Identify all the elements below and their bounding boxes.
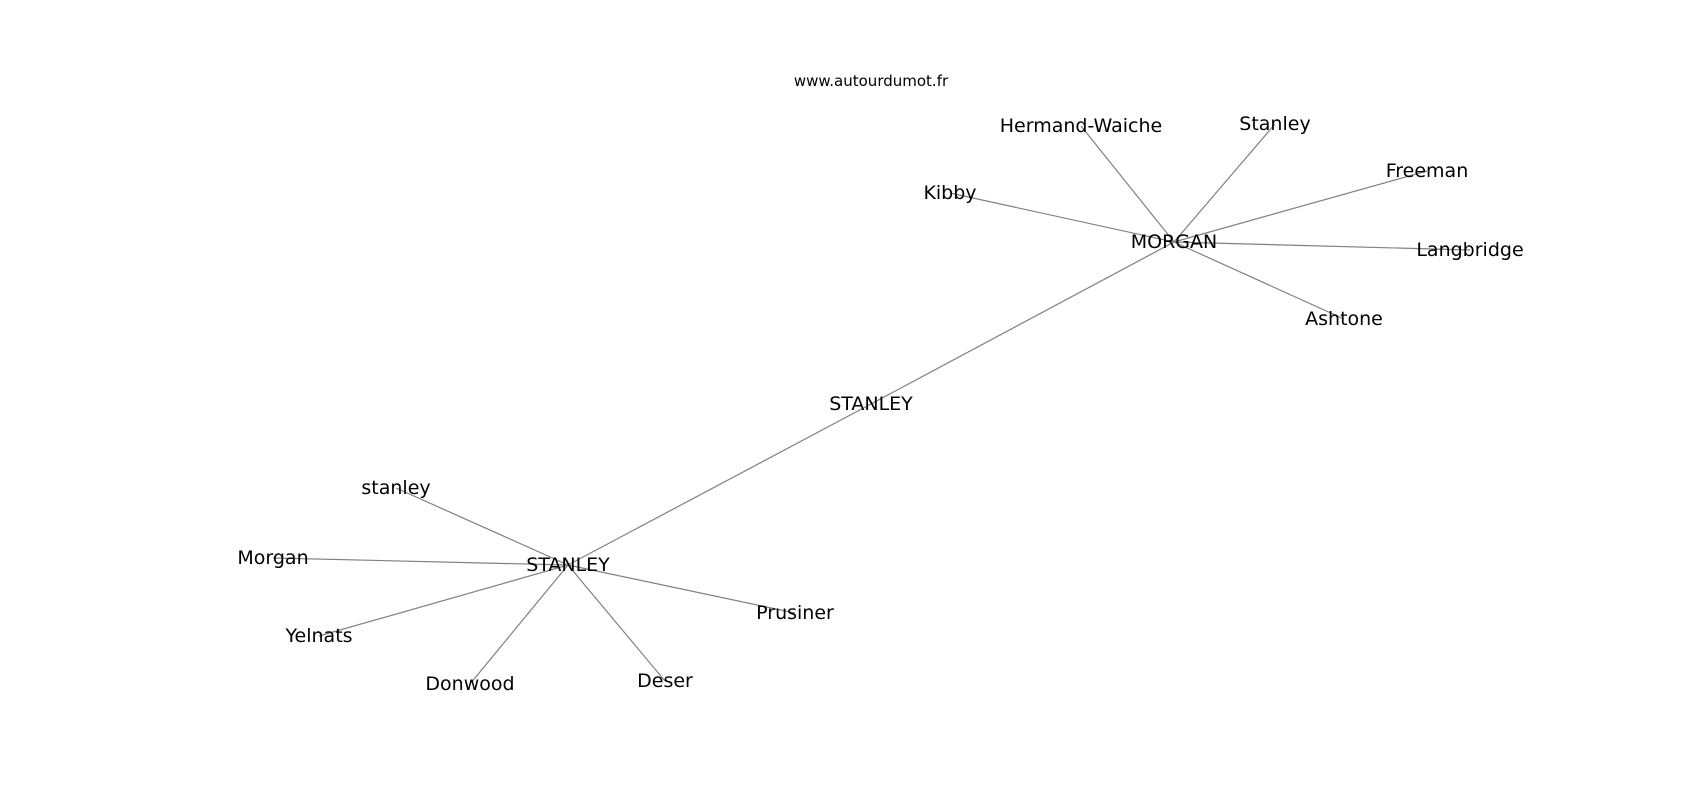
edge-stanley_center-morgan_hub bbox=[870, 241, 1175, 405]
edge-stanley_hub-stanley_lower bbox=[395, 487, 569, 566]
node-stanley-center: STANLEY bbox=[829, 393, 913, 415]
watermark-text: www.autourdumot.fr bbox=[793, 72, 949, 90]
node-prusiner: Prusiner bbox=[756, 602, 834, 624]
node-morgan-capitalized: Morgan bbox=[237, 547, 308, 569]
node-freeman: Freeman bbox=[1386, 160, 1469, 182]
node-donwood: Donwood bbox=[425, 673, 514, 695]
node-stanley-hub: STANLEY bbox=[526, 554, 610, 576]
edge-stanley_hub-deser bbox=[567, 564, 666, 682]
edge-stanley_center-stanley_hub bbox=[567, 403, 872, 566]
edge-morgan_hub-kibby bbox=[949, 192, 1175, 243]
edge-morgan_hub-hermand_waiche bbox=[1080, 125, 1175, 243]
edge-morgan_hub-ashtone bbox=[1173, 241, 1345, 320]
node-ashtone: Ashtone bbox=[1305, 308, 1383, 330]
graph-edges bbox=[272, 123, 1471, 685]
node-hermand-waiche: Hermand-Waiche bbox=[1000, 115, 1162, 137]
node-kibby: Kibby bbox=[923, 182, 976, 204]
node-yelnats: Yelnats bbox=[284, 625, 352, 647]
node-stanley-capitalized: Stanley bbox=[1239, 113, 1310, 135]
edge-morgan_hub-stanley_cap bbox=[1173, 123, 1276, 243]
node-deser: Deser bbox=[637, 670, 693, 692]
node-langbridge: Langbridge bbox=[1416, 239, 1523, 261]
edge-stanley_hub-donwood bbox=[469, 564, 569, 685]
edge-stanley_hub-morgan_cap bbox=[272, 557, 569, 566]
edge-stanley_hub-yelnats bbox=[318, 564, 569, 637]
edge-stanley_hub-prusiner bbox=[567, 564, 796, 614]
graph-labels: STANLEY MORGAN STANLEY Hermand-Waiche Stanle… bbox=[237, 113, 1523, 695]
node-stanley-lowercase: stanley bbox=[361, 477, 430, 499]
edge-morgan_hub-freeman bbox=[1173, 170, 1428, 243]
node-morgan-hub: MORGAN bbox=[1131, 231, 1217, 253]
edge-morgan_hub-langbridge bbox=[1173, 241, 1471, 251]
